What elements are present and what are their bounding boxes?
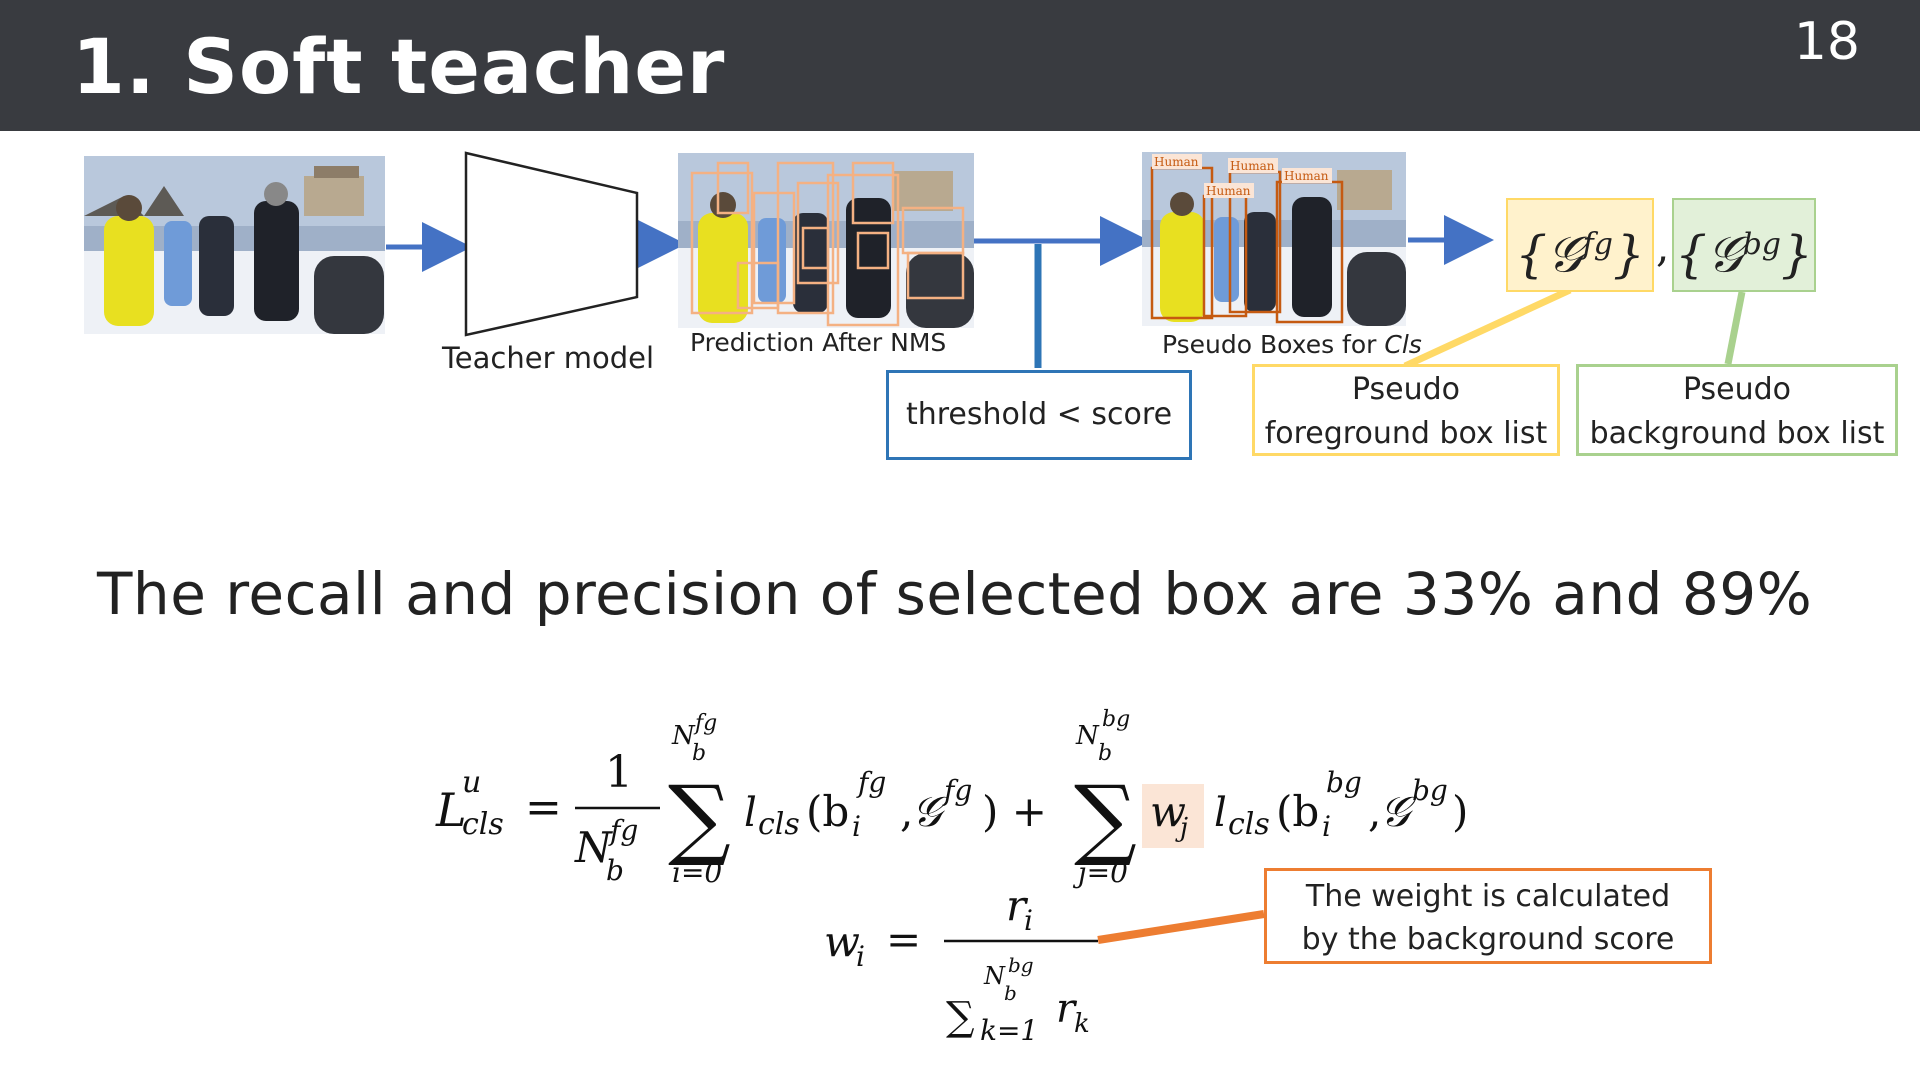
svg-text:1: 1 xyxy=(605,747,633,798)
svg-text:k: k xyxy=(1074,1009,1090,1039)
svg-text:∑: ∑ xyxy=(668,766,731,869)
svg-text:∑: ∑ xyxy=(1074,766,1137,869)
svg-text:k=1: k=1 xyxy=(980,1014,1038,1047)
svg-text:b: b xyxy=(692,741,706,766)
svg-text:i: i xyxy=(1024,904,1033,937)
svg-text:j=0: j=0 xyxy=(1072,856,1128,889)
svg-text:bg: bg xyxy=(1326,766,1362,799)
svg-text:i: i xyxy=(1322,810,1331,843)
svg-text:=: = xyxy=(525,782,562,833)
svg-text:fg: fg xyxy=(942,774,972,807)
svg-text:bg: bg xyxy=(1102,707,1130,732)
svg-text:l: l xyxy=(1214,790,1227,836)
svg-text:N: N xyxy=(983,962,1006,990)
svg-text:i: i xyxy=(852,810,861,843)
svg-text:bg: bg xyxy=(1008,953,1034,977)
svg-text:u: u xyxy=(462,765,481,800)
svg-text:=: = xyxy=(886,915,921,964)
svg-text:i=0: i=0 xyxy=(672,856,722,889)
svg-text:b: b xyxy=(1098,741,1112,766)
svg-text:cls: cls xyxy=(462,807,504,842)
weight-note-box: The weight is calculated by the backgrou… xyxy=(1264,868,1712,964)
svg-text:(b: (b xyxy=(806,787,849,836)
svg-text:fg: fg xyxy=(693,711,717,736)
svg-text:) +: ) + xyxy=(982,787,1047,836)
svg-text:∑: ∑ xyxy=(946,994,975,1040)
svg-text:fg: fg xyxy=(608,814,638,847)
svg-text:): ) xyxy=(1452,787,1468,836)
svg-text:cls: cls xyxy=(758,807,800,842)
svg-text:N: N xyxy=(1075,721,1100,751)
svg-text:cls: cls xyxy=(1228,807,1270,842)
svg-text:(b: (b xyxy=(1276,787,1319,836)
svg-text:b: b xyxy=(1004,981,1017,1005)
svg-text:bg: bg xyxy=(1412,774,1448,807)
weight-note-line1: The weight is calculated xyxy=(1267,875,1709,918)
svg-text:fg: fg xyxy=(856,766,886,799)
svg-text:l: l xyxy=(744,790,757,836)
weight-note-line2: by the background score xyxy=(1267,918,1709,961)
svg-text:b: b xyxy=(606,854,624,887)
svg-text:𝒢: 𝒢 xyxy=(1380,787,1416,836)
svg-text:𝒢: 𝒢 xyxy=(912,787,948,836)
svg-text:w: w xyxy=(824,917,860,966)
svg-text:i: i xyxy=(856,940,865,973)
